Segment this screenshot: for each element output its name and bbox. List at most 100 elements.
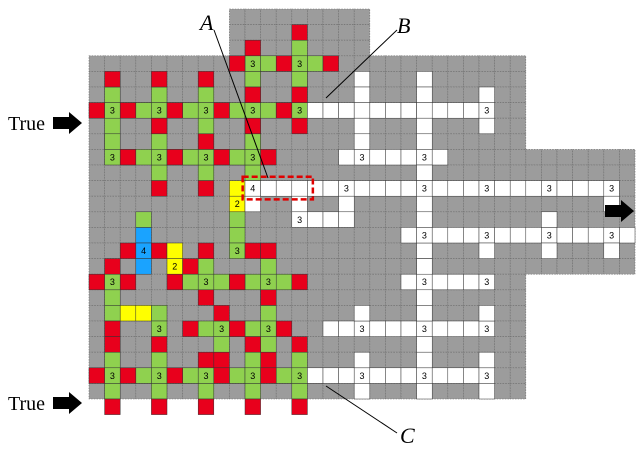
white-path-cell [307,368,323,384]
red-cell [183,259,199,275]
true-label-bottom: True [8,393,45,415]
white-path-cell [417,290,433,306]
grid-cell [245,9,261,25]
green-cell [105,87,121,103]
grid-cell [495,305,511,321]
grid-cell [214,181,230,197]
grid-cell [307,259,323,275]
grid-cell [588,165,604,181]
grid-cell [120,352,136,368]
red-cell [198,71,214,87]
grid-cell [573,259,589,275]
white-path-cell [354,87,370,103]
grid-cell [619,243,635,259]
grid-cell [307,321,323,337]
white-path-cell [417,212,433,228]
grid-cell [510,165,526,181]
grid-cell [183,165,199,181]
grid-cell [151,227,167,243]
cell-number: 3 [609,184,614,194]
grid-cell [541,165,557,181]
grid-cell [120,56,136,72]
grid-cell [432,212,448,228]
grid-cell [463,352,479,368]
white-path-cell [417,103,433,119]
grid-cell [448,56,464,72]
grid-cell [183,352,199,368]
white-path-cell [448,368,464,384]
grid-cell [448,352,464,368]
grid-cell [198,337,214,353]
grid-cell [354,337,370,353]
white-path-cell [370,368,386,384]
grid-cell [604,259,620,275]
grid-cell [339,25,355,41]
red-cell [261,290,277,306]
grid-cell [261,165,277,181]
white-path-cell [495,227,511,243]
grid-cell [495,383,511,399]
grid-cell [292,149,308,165]
grid-cell [261,383,277,399]
grid-cell [448,212,464,228]
grid-cell [495,196,511,212]
grid-cell [198,212,214,228]
grid-cell [167,321,183,337]
green-cell [214,337,230,353]
red-cell [245,337,261,353]
grid-cell [339,290,355,306]
grid-cell [495,149,511,165]
grid-cell [339,134,355,150]
white-path-cell [385,149,401,165]
grid-cell [495,368,511,384]
cell-number: 2 [172,262,177,272]
right-arrow-icon [53,112,82,134]
white-path-cell [417,165,433,181]
grid-cell [370,196,386,212]
blue-cell [136,259,152,275]
red-cell [198,134,214,150]
grid-cell [89,305,105,321]
grid-cell [323,383,339,399]
grid-cell [151,290,167,306]
grid-cell [167,56,183,72]
cell-number: 3 [484,230,489,240]
grid-cell [167,337,183,353]
red-cell [261,352,277,368]
cell-number: 3 [297,59,302,69]
grid-cell [89,196,105,212]
grid-cell [385,352,401,368]
white-path-cell [385,368,401,384]
grid-cell [370,134,386,150]
grid-cell [588,196,604,212]
cell-number: 3 [547,230,552,240]
grid-cell [261,87,277,103]
grid-cell [385,337,401,353]
grid-cell [401,290,417,306]
red-cell [292,274,308,290]
white-path-cell [432,149,448,165]
callout-b: B [397,13,410,38]
cell-number: 3 [250,371,255,381]
white-path-cell [370,181,386,197]
white-path-cell [385,103,401,119]
blue-cell [136,227,152,243]
grid-cell [89,352,105,368]
grid-cell [339,243,355,259]
white-path-cell [339,212,355,228]
grid-cell [245,25,261,41]
grid-cell [526,196,542,212]
cell-number: 3 [235,246,240,256]
grid-cell [307,227,323,243]
grid-cell [151,259,167,275]
grid-cell [401,196,417,212]
grid-cell [183,134,199,150]
green-cell [245,383,261,399]
green-cell [292,71,308,87]
grid-cell [479,259,495,275]
grid-cell [276,383,292,399]
cell-number: 3 [547,184,552,194]
grid-cell [323,305,339,321]
green-cell [183,103,199,119]
red-cell [276,103,292,119]
